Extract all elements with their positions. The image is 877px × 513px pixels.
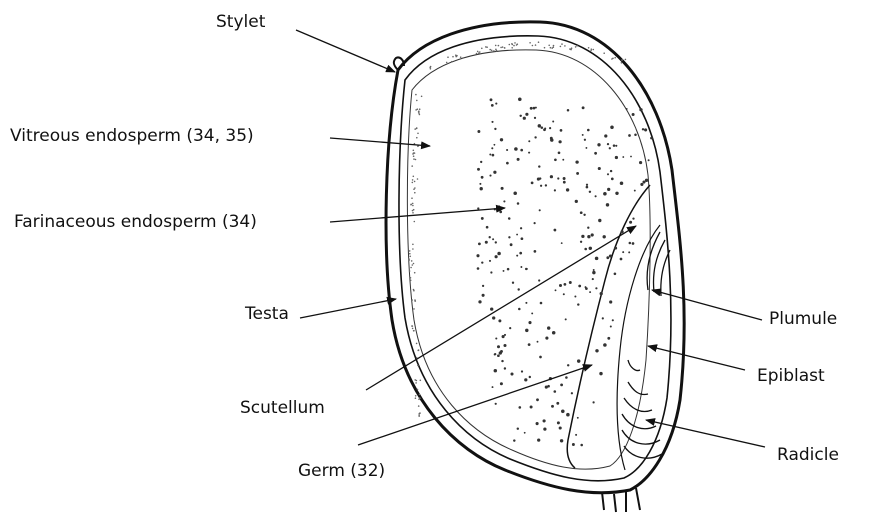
label-scutellum: Scutellum	[240, 398, 325, 418]
seed-outer-coat	[386, 22, 684, 493]
arrow-radicle	[646, 420, 765, 447]
arrow-epiblast	[648, 346, 745, 370]
radicle-shape	[622, 360, 662, 458]
label-vitreous-endosperm: Vitreous endosperm (34, 35)	[10, 126, 254, 146]
arrow-plumule	[652, 290, 762, 320]
seed-inner-coat	[399, 36, 671, 481]
label-farinaceous-endosperm: Farinaceous endosperm (34)	[14, 212, 257, 232]
seed-endosperm-outline	[407, 50, 650, 469]
arrow-stylet	[296, 30, 395, 72]
arrow-farinaceous	[330, 208, 505, 222]
arrow-scutellum	[366, 226, 636, 390]
label-stylet: Stylet	[216, 12, 265, 32]
farinaceous-dots	[476, 98, 652, 447]
arrow-germ	[358, 365, 592, 445]
label-testa: Testa	[245, 304, 289, 324]
label-radicle: Radicle	[777, 445, 839, 465]
arrow-testa	[300, 299, 396, 318]
label-epiblast: Epiblast	[757, 366, 825, 386]
aleurone-dots	[408, 41, 626, 417]
arrow-vitreous	[330, 138, 430, 146]
scutellum-boundary	[567, 185, 650, 468]
label-germ: Germ (32)	[298, 461, 385, 481]
label-plumule: Plumule	[769, 309, 837, 329]
